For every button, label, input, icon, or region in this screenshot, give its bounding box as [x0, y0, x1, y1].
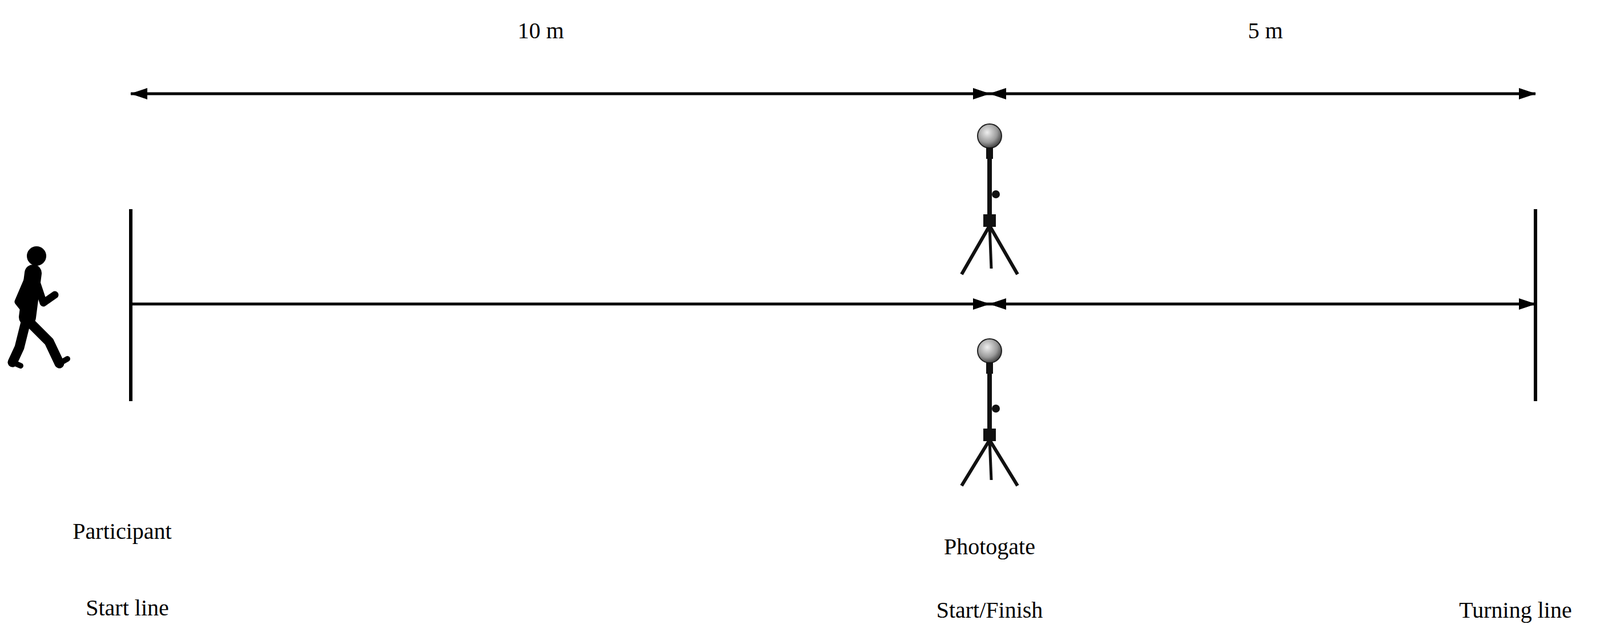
course-arrow: [989, 302, 1536, 306]
dimension-arrow: [989, 92, 1536, 96]
turning-line-label: Turning line: [1458, 596, 1572, 624]
participant-label: Participant: [72, 517, 172, 545]
photogate-tripod: [961, 123, 1018, 275]
start-line-label: Start line: [85, 593, 170, 622]
distance-label: 10 m: [517, 17, 564, 45]
distance-label: 5 m: [1247, 17, 1283, 45]
course-arrow: [130, 302, 990, 306]
photogate-tripod: [961, 338, 1018, 486]
photogate-label: Photogate: [943, 532, 1036, 561]
runner-silhouette: [12, 246, 68, 366]
start-finish-label: Start/Finish: [936, 596, 1044, 624]
dimension-arrow: [130, 92, 990, 96]
